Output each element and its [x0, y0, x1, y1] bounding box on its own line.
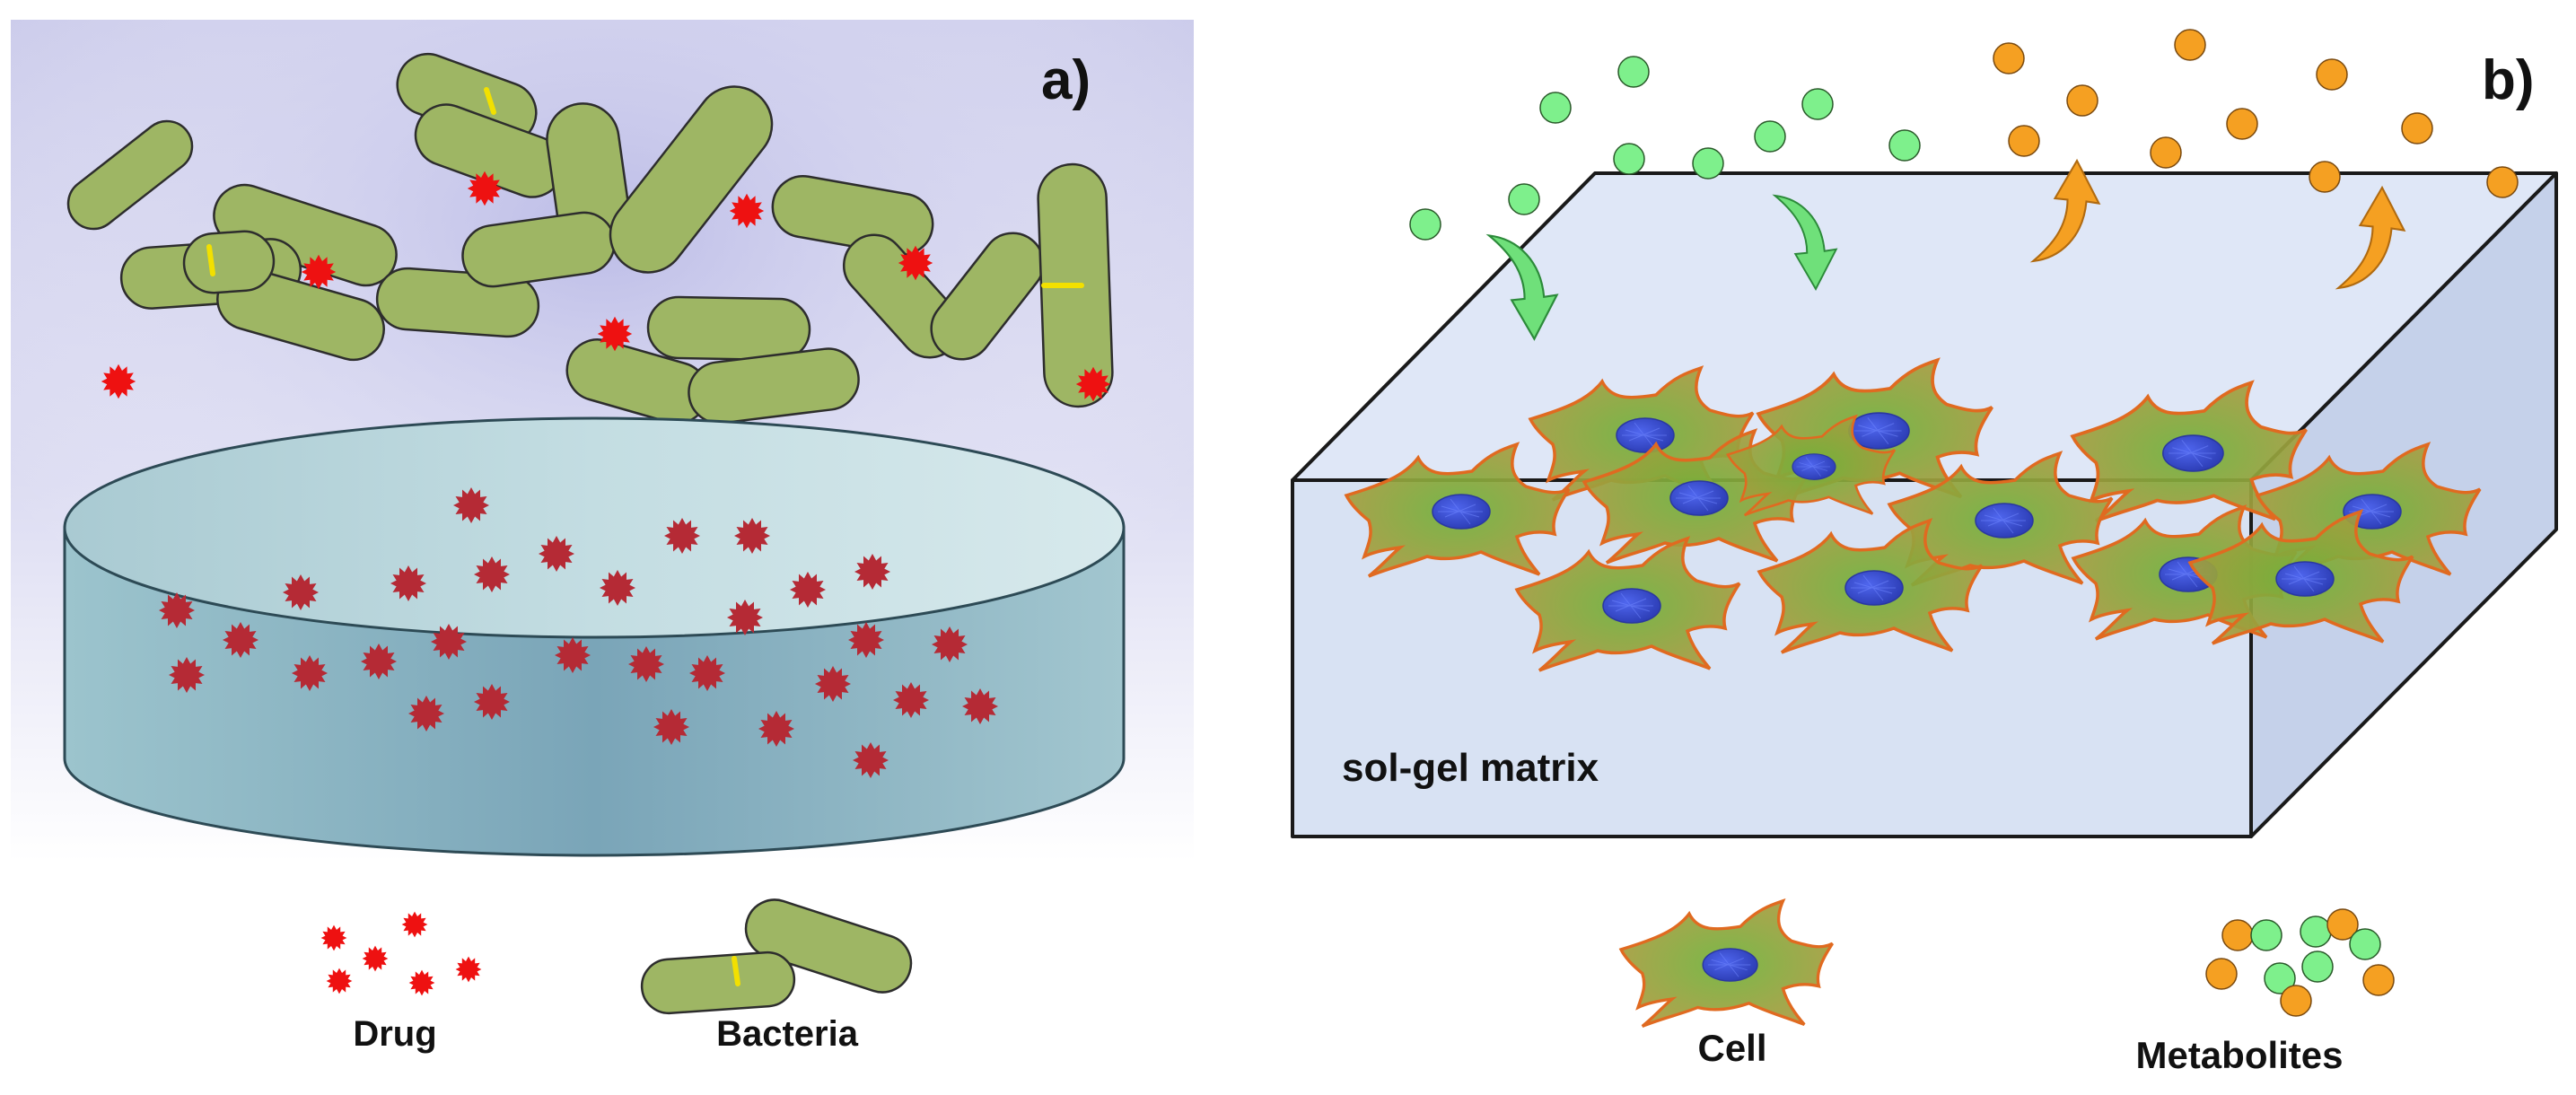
panel-b: b) sol-gel matrix [1291, 29, 2558, 1076]
metabolites-legend-label: Metabolites [2135, 1034, 2343, 1076]
panel-a-legend: Drug Bacteria [320, 898, 913, 1054]
nutrient-icon [1409, 208, 1441, 241]
nutrients [1409, 56, 1921, 241]
nutrient-icon [1801, 88, 1834, 120]
nutrient-icon [1888, 129, 1921, 162]
bacterium [182, 230, 276, 294]
metabolite-icon [2226, 108, 2258, 140]
nutrient-icon [1754, 120, 1786, 153]
metabolites [1993, 29, 2519, 198]
bacteria-colony [66, 53, 1114, 425]
bacterium [646, 295, 811, 362]
drug-legend-label: Drug [353, 1014, 436, 1054]
bacterium [930, 232, 1045, 361]
bacterium [66, 119, 194, 231]
dish-surface [63, 416, 1126, 639]
bacteria-septa [206, 87, 1084, 288]
metabolite-icon [2401, 112, 2433, 145]
nutrient-icon [1617, 56, 1650, 88]
panel-b-legend: Cell Metabolites [1619, 899, 2395, 1076]
petri-dish [63, 416, 1126, 857]
metabolite-icon [2066, 84, 2098, 117]
panel-a-label: a) [1041, 49, 1091, 111]
nutrient-icon [1613, 143, 1645, 175]
bacteria-legend-label: Bacteria [716, 1014, 859, 1054]
bacterium [771, 175, 934, 256]
metabolite-icon [2008, 125, 2040, 157]
bacteria-legend-icon [640, 898, 913, 1015]
cell-legend-label: Cell [1697, 1027, 1766, 1069]
metabolites-legend-icon [2205, 908, 2395, 1017]
cell-legend-icon [1619, 899, 1835, 1029]
bacterium [688, 347, 860, 425]
metabolite-icon [2486, 166, 2519, 198]
panel-b-label: b) [2482, 49, 2535, 111]
bacterium [609, 85, 774, 274]
metabolite-icon [1993, 42, 2025, 74]
matrix-label: sol-gel matrix [1342, 746, 1599, 790]
metabolite-icon [2316, 58, 2348, 91]
metabolite-icon [2174, 29, 2206, 61]
nutrient-icon [1539, 92, 1572, 124]
metabolite-icon [2309, 161, 2341, 193]
panel-a: a) [11, 20, 1194, 1054]
nutrient-icon [1692, 147, 1724, 180]
metabolite-icon [2150, 136, 2182, 169]
drug-legend-icon [320, 911, 482, 996]
nutrient-icon [1508, 183, 1540, 215]
